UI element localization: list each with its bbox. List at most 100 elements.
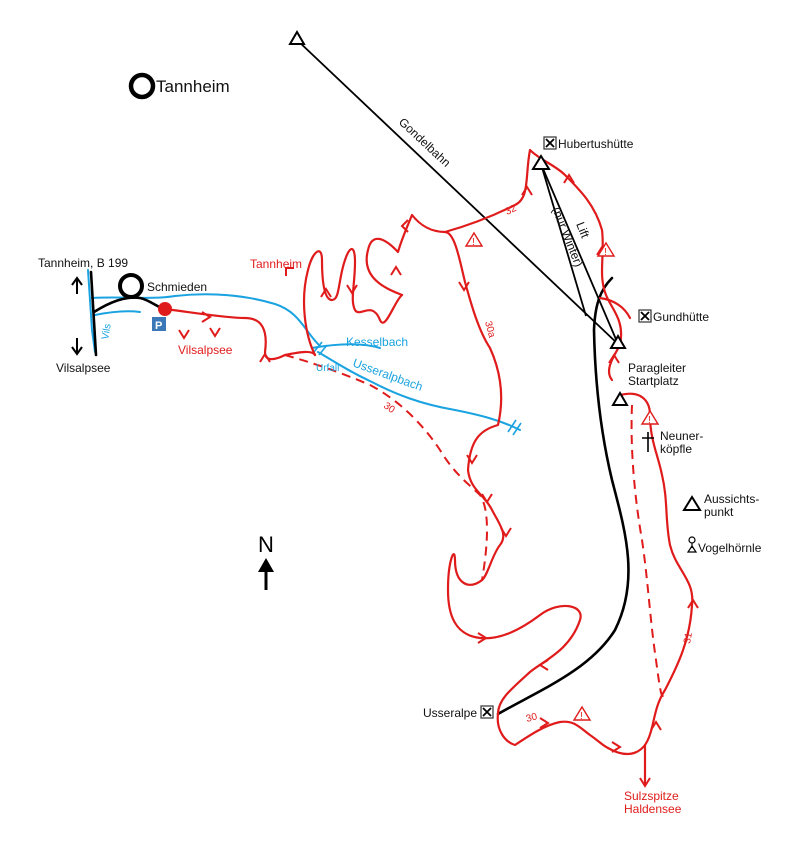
trail-31-label: 31 xyxy=(682,631,695,644)
road-labels: Tannheim, B 199 Vilsalpsee Vils xyxy=(38,256,128,375)
arrow-east-3 xyxy=(539,717,550,729)
arrow-down-2 xyxy=(209,327,221,338)
peak-triangle-icon xyxy=(609,334,627,349)
svg-text:!: ! xyxy=(604,247,607,258)
svg-text:!: ! xyxy=(472,237,475,248)
aussichtspunkt-label-1: Aussichts- xyxy=(704,492,759,506)
arrow-down-3 xyxy=(346,284,358,295)
schmieden-label: Schmieden xyxy=(147,280,207,294)
usseralpe-marker: Usseralpe xyxy=(423,705,494,720)
peak-triangle-icon xyxy=(531,154,551,170)
arrow-down-4 xyxy=(458,281,470,292)
warning-icon: ! xyxy=(640,409,660,426)
cable-lines xyxy=(296,39,619,345)
neunerkoepfle-label-1: Neuner- xyxy=(660,429,703,443)
arrow-up-2 xyxy=(320,287,332,298)
trail-30-label: 30 xyxy=(381,400,397,416)
arrow-up-1 xyxy=(259,352,271,363)
hut-x-mark xyxy=(640,311,650,321)
arrow-down-5 xyxy=(466,454,478,465)
down-arrow-icon xyxy=(71,338,83,356)
usseralpbach-river xyxy=(317,351,521,431)
town-circle-icon xyxy=(128,72,156,100)
hut-x-mark xyxy=(482,707,492,717)
lift-label: Lift xyxy=(573,220,592,241)
bridge-mark xyxy=(507,419,522,436)
trail-usseralpe-east xyxy=(496,712,610,750)
svg-text:!: ! xyxy=(580,711,583,722)
arrow-down-1 xyxy=(178,329,190,340)
north-label: N xyxy=(258,532,274,557)
river-west-branch xyxy=(94,310,141,316)
north-arrow-icon: N xyxy=(258,532,274,590)
vogelhoernle-label: Vogelhörnle xyxy=(698,541,762,555)
gondelbahn-line xyxy=(296,39,619,345)
warning-icon: ! xyxy=(464,231,484,248)
arrow-down-7 xyxy=(500,527,512,538)
trail-32-label: 32 xyxy=(504,203,519,218)
arrow-up-4 xyxy=(650,720,662,731)
dashed-trails xyxy=(284,354,666,697)
kesselbach-label: Kesselbach xyxy=(346,335,408,349)
tannheim-label: Tannheim xyxy=(156,77,230,96)
road-to-parking xyxy=(92,296,167,314)
start-point-icon xyxy=(158,302,172,316)
trail-to-gundhuette xyxy=(598,296,632,320)
lift-line-b xyxy=(540,163,587,317)
up-arrow-icon xyxy=(71,276,83,294)
arrow-up-9 xyxy=(608,353,620,364)
trail-30b-label: 30 xyxy=(525,711,539,725)
trail-arrows xyxy=(178,173,699,788)
gundhuette-marker: Gundhütte xyxy=(638,309,709,324)
road-north-label: Tannheim, B 199 xyxy=(38,256,128,270)
road-b199 xyxy=(89,270,98,357)
peak-triangle-icon xyxy=(288,30,306,45)
aussichtspunkt-label-2: punkt xyxy=(704,505,734,519)
tannheim-dest-label: Tannheim xyxy=(250,257,302,271)
trail-start-east xyxy=(163,307,317,361)
parking-label: P xyxy=(155,320,162,332)
destination-labels: Vilsalpsee Tannheim Sulzspitze Haldensee xyxy=(178,257,682,816)
arrow-tannheim xyxy=(285,267,294,276)
trail-tannheim-loop xyxy=(302,247,404,357)
arrow-up-8 xyxy=(563,173,575,184)
arrow-east-2 xyxy=(477,632,488,644)
vils-river xyxy=(87,269,96,353)
urfall-label: Urfall xyxy=(316,363,339,374)
arrow-down-8 xyxy=(639,777,651,788)
vils-label: Vils xyxy=(100,323,114,341)
cross-icon xyxy=(642,432,654,452)
warnings: ! ! ! ! xyxy=(464,231,660,722)
peak-triangle-icon xyxy=(682,495,702,511)
arrow-left-1 xyxy=(400,219,409,233)
usseralpbach-label: Usseralpbach xyxy=(351,356,425,394)
peaks xyxy=(288,30,702,511)
hut-x-mark xyxy=(545,138,555,148)
trail-32 xyxy=(443,148,623,347)
tannheim-town-marker: Tannheim xyxy=(128,72,230,100)
schmieden-marker: Schmieden xyxy=(118,273,207,299)
arrow-up-5 xyxy=(687,598,699,609)
neunerkoepfle-label-2: köpfle xyxy=(660,442,692,456)
arrow-west-1 xyxy=(538,659,549,671)
hubertushuette-label: Hubertushütte xyxy=(558,137,634,151)
peak-triangle-icon xyxy=(611,391,629,406)
paragleiter-label-1: Paragleiter xyxy=(628,361,686,375)
trail-north-switchbacks xyxy=(365,213,505,582)
usseralpe-label: Usseralpe xyxy=(423,706,477,720)
arrow-east-4 xyxy=(611,741,622,753)
arrow-up-6 xyxy=(521,185,533,196)
svg-text:!: ! xyxy=(648,415,651,426)
sulzspitze-label: Sulzspitze xyxy=(624,789,679,803)
road-to-usseralpe xyxy=(496,276,630,716)
north-arrow-head xyxy=(258,558,274,572)
parking-icon xyxy=(152,317,166,331)
road-south-label: Vilsalpsee xyxy=(56,361,111,375)
arrow-up-3 xyxy=(390,265,402,276)
trail-30a-label: 30a xyxy=(482,320,497,339)
warning-icon: ! xyxy=(596,241,616,258)
right-labels: Paragleiter Startplatz Neuner- köpfle Au… xyxy=(628,361,762,555)
haldensee-label: Haldensee xyxy=(624,802,682,816)
viewpoint-icon xyxy=(686,536,698,553)
paragleiter-label-2: Startplatz xyxy=(628,374,679,388)
